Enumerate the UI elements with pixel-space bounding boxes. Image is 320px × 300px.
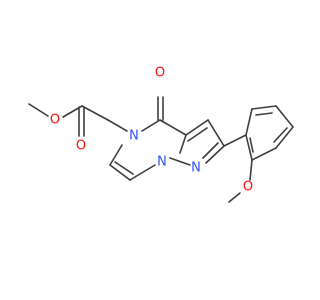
bond-c7-c6-double-outer xyxy=(109,164,131,181)
bond-c3a-c3-double-inner xyxy=(187,127,208,142)
ring-carbonyl-oxygen: O xyxy=(155,66,165,81)
bond-c2-phenyl xyxy=(223,134,247,147)
bond-phenyl-c1-c2 xyxy=(245,108,253,136)
ring-nitrogen: N xyxy=(129,129,139,144)
bond-phenyl-c3-c4 xyxy=(275,105,294,128)
bond-phenyl-c6-c1 xyxy=(245,134,253,161)
methoxy-oxygen: O xyxy=(243,180,253,195)
bond-phenyl-c2-c3-inner xyxy=(255,112,273,116)
bond-phenyl-methoxy-o xyxy=(249,159,253,181)
bond-phenyl-c2-c3 xyxy=(251,105,277,110)
bond-c3-c2 xyxy=(207,119,225,147)
bond-ch2-ring-n xyxy=(107,119,128,132)
ester-carbonyl-oxygen: O xyxy=(76,139,86,154)
pyrazole-nitrogen: N xyxy=(191,161,201,176)
bond-c7-c6-double-inner xyxy=(114,161,134,175)
bond-methyl-ester-o xyxy=(28,103,49,117)
bond-phenyl-c6-c1-inner xyxy=(249,137,254,153)
bond-c6-ring-n xyxy=(109,144,123,166)
bond-methoxy-o-methyl xyxy=(228,192,241,203)
bridgehead-nitrogen: N xyxy=(157,155,167,170)
bond-bridge-n-c7 xyxy=(129,164,156,181)
bond-c2-pyrazole-n-double-inner xyxy=(202,142,219,159)
bond-phenyl-c5-c6 xyxy=(251,147,277,161)
bond-c3a-c3-double-outer xyxy=(185,119,209,136)
ester-ether-oxygen: O xyxy=(50,113,60,128)
bond-phenyl-c4-c5 xyxy=(275,126,294,149)
bond-carbonyl-ch2 xyxy=(81,105,109,121)
bond-ring-n-carbonyl-c xyxy=(141,119,161,132)
bond-c2-pyrazole-n-double-outer xyxy=(205,145,225,164)
bond-pyrazole-n-bridge-n xyxy=(169,157,191,166)
bond-carbonyl-c-c3a xyxy=(159,119,187,136)
bond-phenyl-c4-c5-inner xyxy=(273,127,288,143)
bond-c3a-bridge-n xyxy=(179,134,187,154)
structure-canvas: O O O N N N O xyxy=(28,66,294,203)
